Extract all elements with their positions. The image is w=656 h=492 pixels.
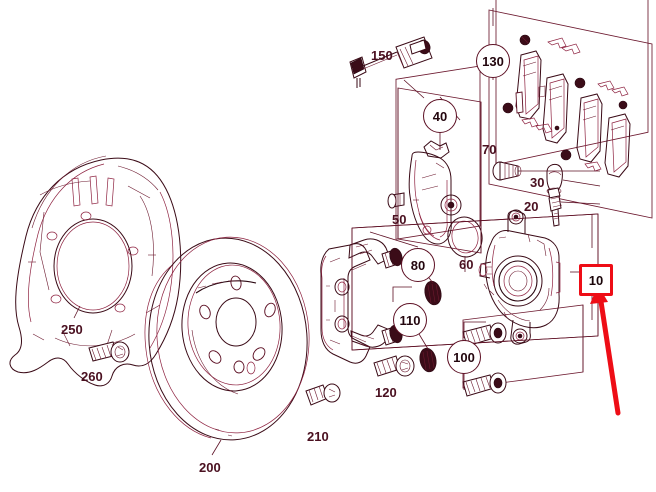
- label-200-text: 200: [199, 460, 221, 475]
- part-brake-disc-rotor: [144, 236, 310, 441]
- highlight-arrow: [590, 285, 621, 416]
- part-caliper-carrier-bracket-main: [320, 238, 403, 364]
- label-250-text: 250: [61, 322, 83, 337]
- label-150: 150: [371, 49, 393, 62]
- label-20: 20: [524, 200, 538, 213]
- part-guide-pin-plug: [387, 192, 405, 209]
- part-caliper-carrier-bracket-upper: [408, 140, 462, 245]
- group-panel-pads-outer: [488, 9, 653, 219]
- label-260: 260: [81, 370, 103, 383]
- label-120-text: 120: [375, 385, 397, 400]
- label-50: 50: [392, 213, 406, 226]
- label-120: 120: [375, 386, 397, 399]
- callout-100-label: 100: [453, 349, 475, 365]
- label-60: 60: [459, 258, 473, 271]
- part-guide-pin-bushing: [492, 161, 522, 181]
- part-bleeder-valve-screw: [547, 187, 563, 227]
- callout-110[interactable]: 110: [393, 303, 427, 337]
- part-brake-pad-set: [502, 34, 631, 178]
- highlighted-part-10-label: 10: [588, 272, 604, 288]
- part-brake-caliper-housing: [478, 209, 561, 345]
- callout-80-label: 80: [410, 257, 426, 273]
- part-carrier-retaining-bolt: [373, 355, 415, 377]
- label-60-text: 60: [459, 257, 474, 272]
- callout-40-label: 40: [432, 108, 448, 124]
- group-panel-carrier: [395, 65, 481, 240]
- callout-80[interactable]: 80: [401, 248, 435, 282]
- part-caliper-mounting-bolt-b: [462, 372, 507, 397]
- label-150-text: 150: [371, 48, 393, 63]
- callout-130-label: 130: [482, 53, 504, 69]
- label-70: 70: [482, 143, 496, 156]
- label-260-text: 260: [81, 369, 103, 384]
- part-rotor-locating-screw: [305, 383, 341, 406]
- highlighted-part-10[interactable]: 10: [579, 264, 613, 296]
- part-guide-bolt-upper: [424, 280, 442, 306]
- part-dust-shield-screw: [88, 341, 130, 363]
- callout-100[interactable]: 100: [447, 340, 481, 374]
- label-200: 200: [199, 461, 221, 474]
- label-30: 30: [530, 176, 544, 189]
- callout-40[interactable]: 40: [423, 99, 457, 133]
- label-250: 250: [61, 323, 83, 336]
- label-210: 210: [307, 430, 329, 443]
- part-brake-dust-shield: [9, 155, 182, 387]
- label-70-text: 70: [482, 142, 497, 157]
- label-210-text: 210: [307, 429, 329, 444]
- part-piston-seal-ring: [447, 216, 483, 258]
- group-panel-brake-pads: [495, 0, 649, 166]
- part-brake-pad-wear-sensor: [349, 36, 433, 88]
- callout-130[interactable]: 130: [476, 44, 510, 78]
- label-50-text: 50: [392, 212, 407, 227]
- label-30-text: 30: [530, 175, 545, 190]
- callout-110-label: 110: [399, 312, 421, 328]
- label-20-text: 20: [524, 199, 539, 214]
- group-panel-bolts: [462, 304, 584, 389]
- part-guide-bolt-lower: [419, 347, 437, 373]
